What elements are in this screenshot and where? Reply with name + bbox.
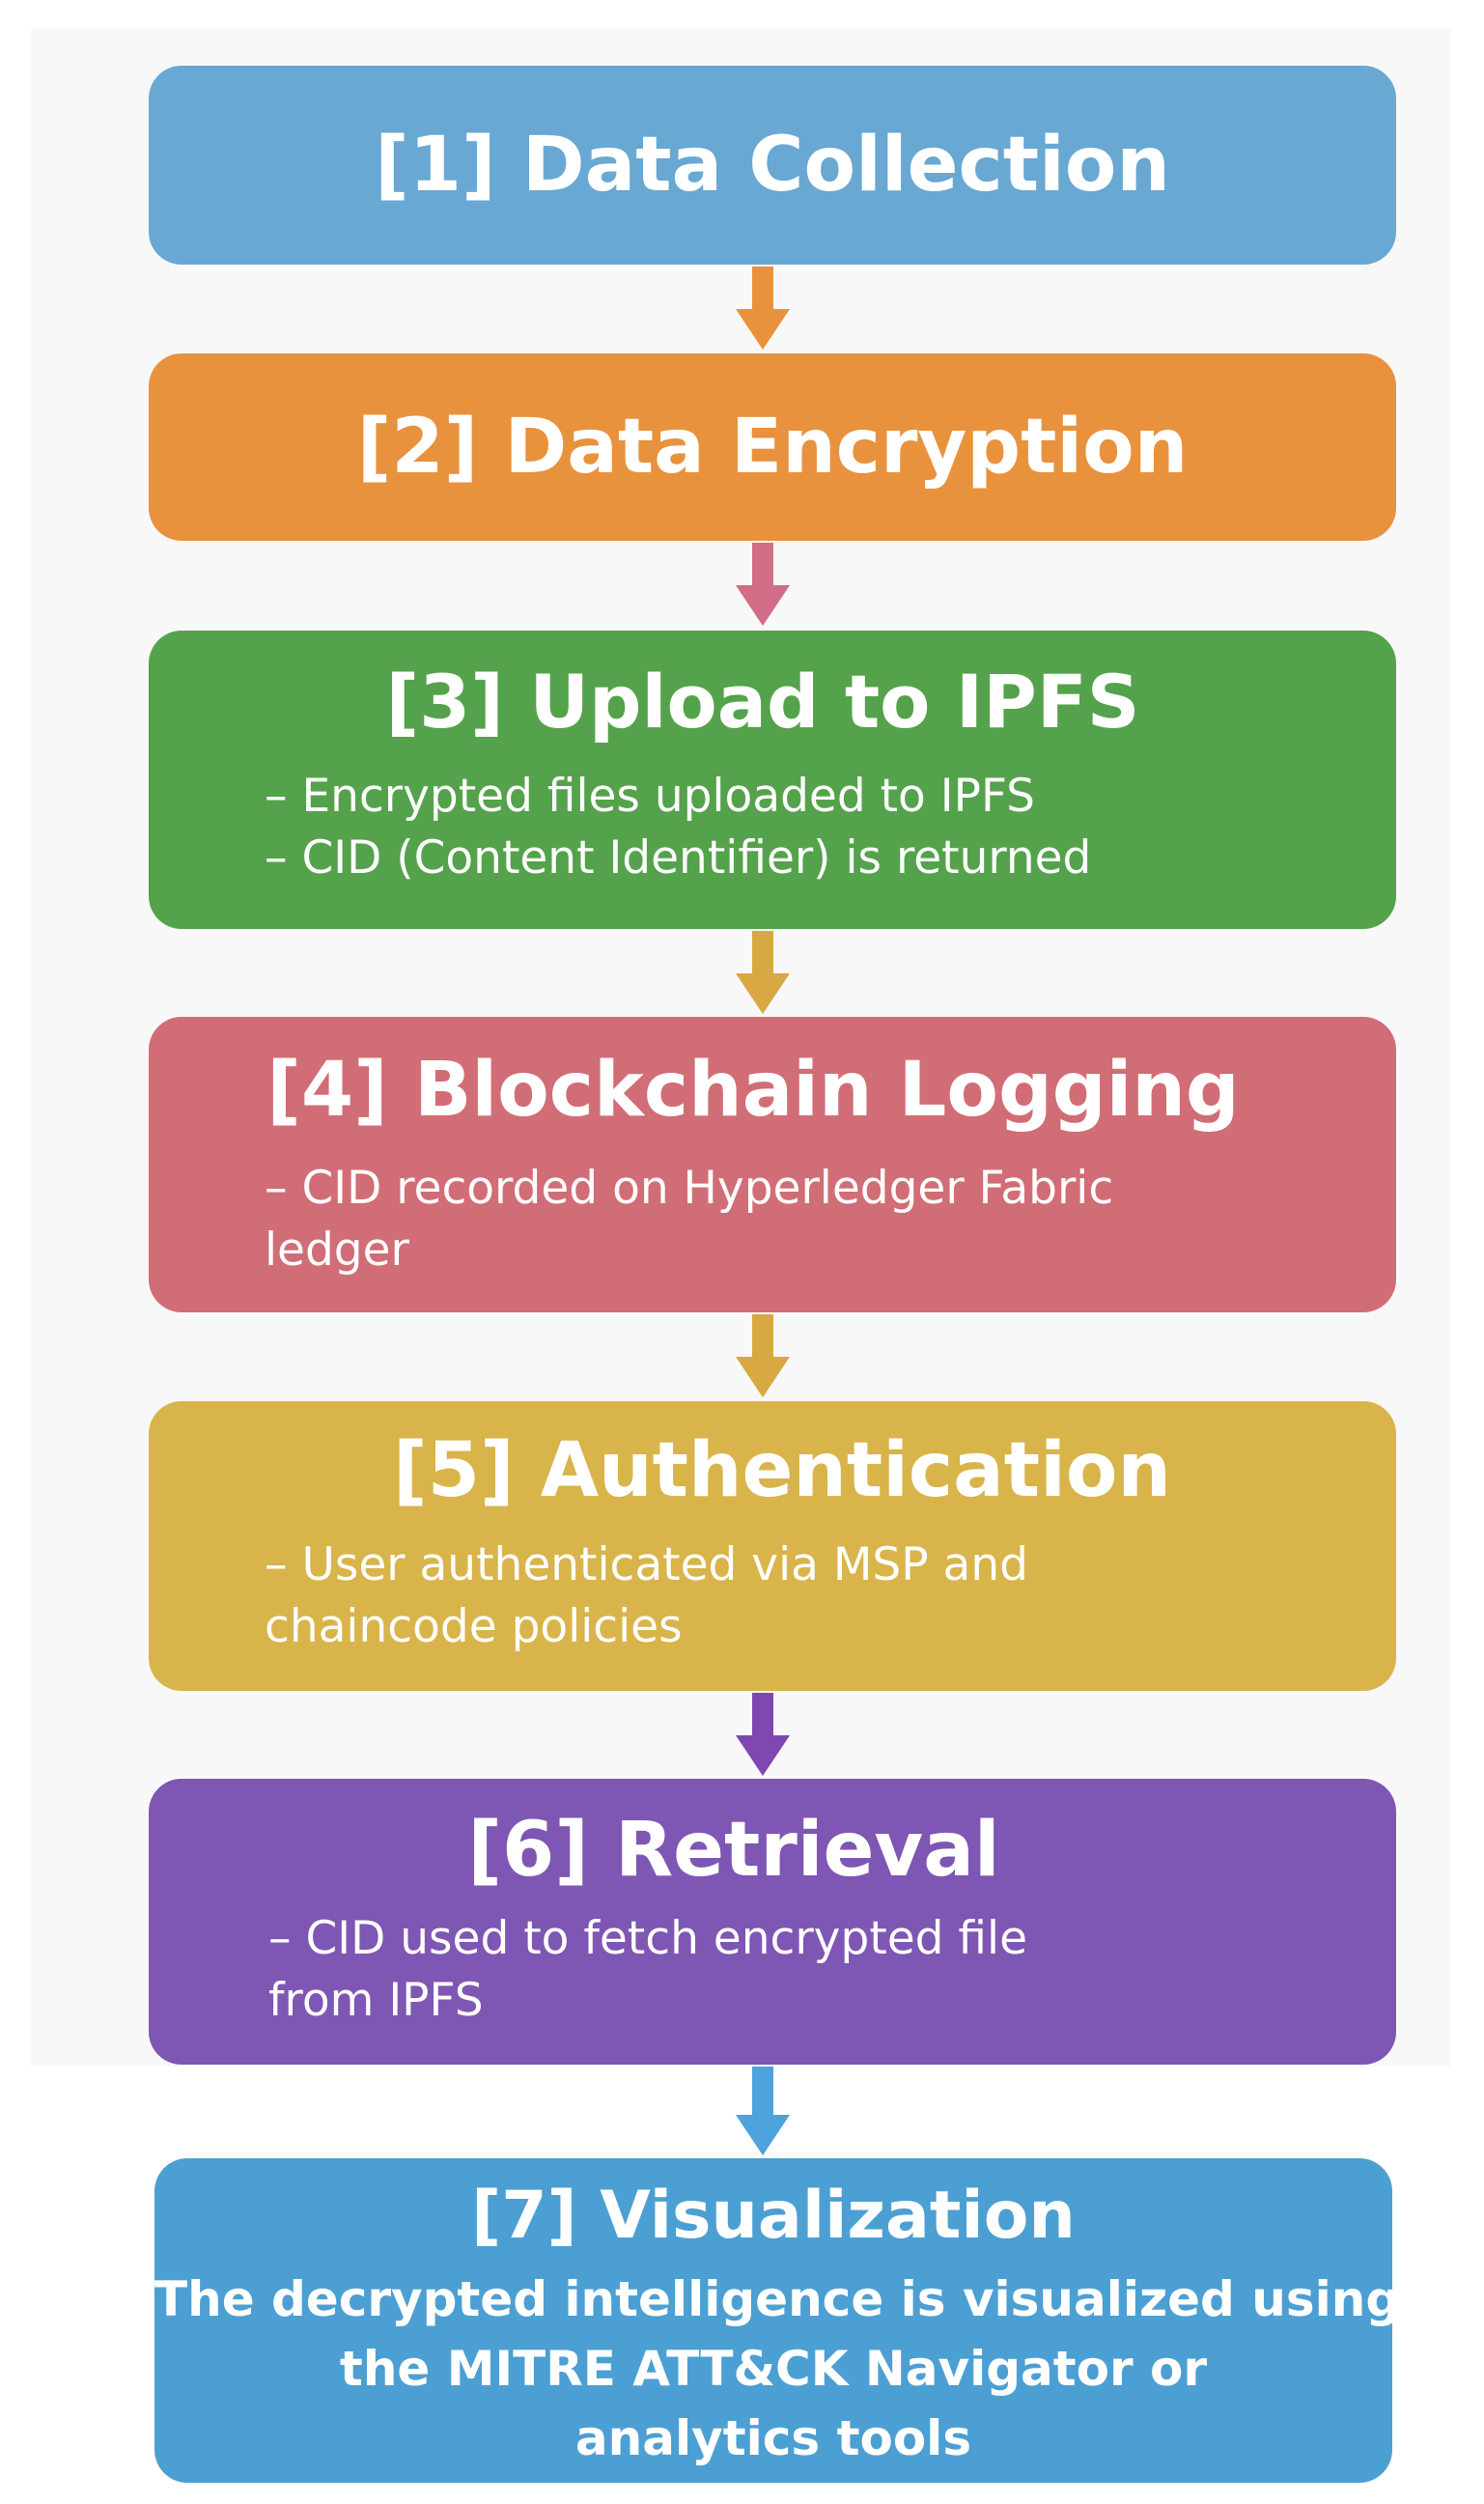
step-4-blockchain-logging: [4] Blockchain Logging – CID recorded on… (149, 1017, 1396, 1312)
step-5-authentication: [5] Authentication – User authenticated … (149, 1401, 1396, 1691)
step-7-description: The decrypted intelligence is visualized… (154, 2265, 1401, 2473)
step-4-description: – CID recorded on Hyperledger Fabric led… (265, 1158, 1113, 1281)
arrow-down-icon-2-to-3 (736, 543, 790, 626)
step-1-title: [1] Data Collection (375, 122, 1170, 209)
step-3-line-2: – CID (Content Identifier) is returned (265, 831, 1092, 885)
step-6-line-1: – CID used to fetch encrypted file (268, 1912, 1028, 1965)
step-4-title: [4] Blockchain Logging (266, 1047, 1240, 1134)
step-7-title: [7] Visualization (471, 2178, 1076, 2254)
arrow-down-icon-4-to-5 (736, 1314, 790, 1397)
arrow-5-6-shape (736, 1693, 790, 1776)
step-4-line-2: ledger (265, 1224, 409, 1277)
step-6-line-2: from IPFS (268, 1974, 484, 2027)
arrow-down-icon-3-to-4 (736, 931, 790, 1014)
arrow-down-icon-5-to-6 (736, 1693, 790, 1776)
step-7-visualization: [7] Visualization The decrypted intellig… (154, 2158, 1401, 2483)
step-5-title: [5] Authentication (393, 1427, 1171, 1514)
step-3-line-1: – Encrypted files uploaded to IPFS (265, 770, 1035, 823)
step-3-description: – Encrypted files uploaded to IPFS – CID… (265, 766, 1091, 889)
arrow-4-5-shape (736, 1314, 790, 1397)
step-5-line-1: – User authenticated via MSP and (265, 1538, 1028, 1591)
step-1-data-collection: [1] Data Collection (149, 66, 1396, 265)
arrow-down-icon-1-to-2 (736, 267, 790, 350)
step-6-description: – CID used to fetch encrypted file from … (268, 1908, 1027, 2032)
arrow-down-icon-6-to-7 (736, 2067, 790, 2155)
step-3-upload-to-ipfs: [3] Upload to IPFS – Encrypted files upl… (149, 631, 1396, 929)
arrow-2-3-shape (736, 543, 790, 626)
step-6-retrieval: [6] Retrieval – CID used to fetch encryp… (149, 1779, 1396, 2065)
step-3-title: [3] Upload to IPFS (385, 659, 1140, 745)
step-2-data-encryption: [2] Data Encryption (149, 353, 1396, 541)
arrow-1-2-shape (736, 267, 790, 350)
step-2-title: [2] Data Encryption (356, 404, 1189, 491)
step-5-line-2: chaincode policies (265, 1600, 683, 1653)
step-7-line-1: The decrypted intelligence is visualized… (154, 2271, 1401, 2327)
arrow-3-4-shape (736, 931, 790, 1014)
step-4-line-1: – CID recorded on Hyperledger Fabric (265, 1162, 1114, 1215)
arrow-6-7-shape (736, 2067, 790, 2155)
step-7-line-2: the MITRE ATT&CK Navigator or (339, 2341, 1208, 2397)
step-6-title: [6] Retrieval (467, 1807, 1000, 1894)
step-7-line-3: analytics tools (574, 2410, 972, 2466)
step-5-description: – User authenticated via MSP and chainco… (265, 1534, 1028, 1658)
